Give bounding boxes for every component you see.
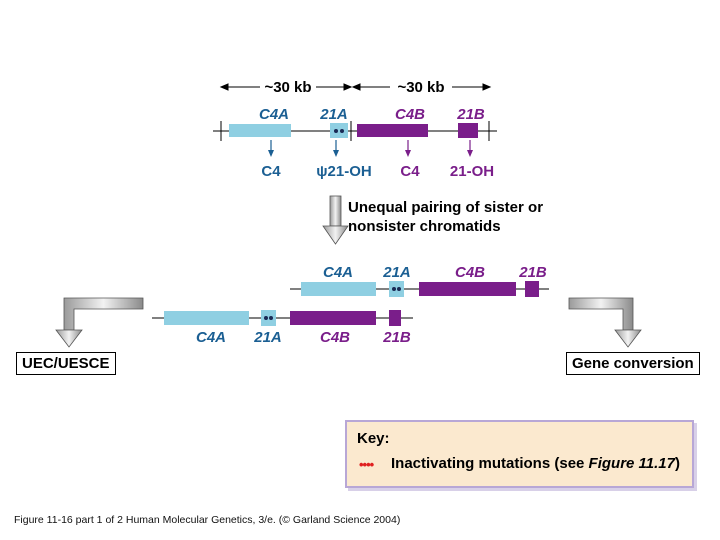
- top-chromosome: [213, 121, 497, 141]
- lower-gene-label-21A: 21A: [253, 329, 282, 346]
- lower-chromatid: [152, 310, 413, 326]
- lower-gene-label-C4A: C4A: [196, 329, 226, 346]
- gene-C4A-top: [229, 124, 291, 137]
- gene-21B-top: [458, 123, 478, 138]
- key-figure-ref: Figure 11.17: [588, 455, 675, 472]
- gene-21B-lower: [389, 310, 401, 326]
- key-text: Inactivating mutations (see Figure 11.17…: [391, 455, 680, 472]
- product-arrows: [268, 140, 473, 157]
- lower-gene-label-C4B: C4B: [320, 329, 350, 346]
- gene-C4A-lower: [164, 311, 249, 325]
- mutation-dots-icon: ••••: [359, 457, 374, 472]
- upper-chromatid: [290, 281, 549, 297]
- upper-gene-label-21B: 21B: [518, 264, 547, 281]
- gene-C4A-upper: [301, 282, 376, 296]
- gene-C4B-upper: [419, 282, 516, 296]
- upper-gene-label-C4B: C4B: [455, 264, 485, 281]
- upper-gene-label-21A: 21A: [382, 264, 411, 281]
- gene-C4B-lower: [290, 311, 376, 325]
- upper-gene-label-C4A: C4A: [323, 264, 353, 281]
- gene-21A-lower: [261, 310, 276, 326]
- right-bent-arrow-icon: [568, 297, 642, 348]
- product-label-C4-a: C4: [261, 163, 281, 180]
- scale-label-left: ~30 kb: [264, 79, 311, 96]
- key-title: Key:: [357, 430, 390, 447]
- left-bent-arrow-icon: [55, 297, 144, 348]
- figure-caption: Figure 11-16 part 1 of 2 Human Molecular…: [14, 514, 401, 526]
- down-arrow-icon: [322, 195, 349, 245]
- outcome-uec-uesce: UEC/UESCE: [16, 352, 116, 375]
- top-gene-label-C4A: C4A: [259, 106, 289, 123]
- gene-C4B-top: [357, 124, 428, 137]
- product-label-C4-b: C4: [400, 163, 420, 180]
- product-label-psi21OH: ψ21-OH: [316, 163, 371, 180]
- top-gene-label-21A: 21A: [319, 106, 348, 123]
- scale-bar: [219, 83, 492, 91]
- gene-21A-upper: [389, 281, 404, 297]
- key-box: Key: •••• Inactivating mutations (see Fi…: [345, 420, 694, 488]
- key-text-suffix: ): [674, 455, 680, 472]
- pairing-step-text: Unequal pairing of sister or nonsister c…: [348, 199, 544, 235]
- key-text-prefix: Inactivating mutations (see: [391, 455, 589, 472]
- gene-21A-top: [330, 123, 348, 138]
- outcome-gene-conversion: Gene conversion: [566, 352, 700, 375]
- gene-21B-upper: [525, 281, 539, 297]
- lower-gene-label-21B: 21B: [382, 329, 411, 346]
- scale-label-right: ~30 kb: [397, 79, 444, 96]
- top-gene-label-21B: 21B: [456, 106, 485, 123]
- top-gene-label-C4B: C4B: [395, 106, 425, 123]
- product-label-21OH: 21-OH: [450, 163, 494, 180]
